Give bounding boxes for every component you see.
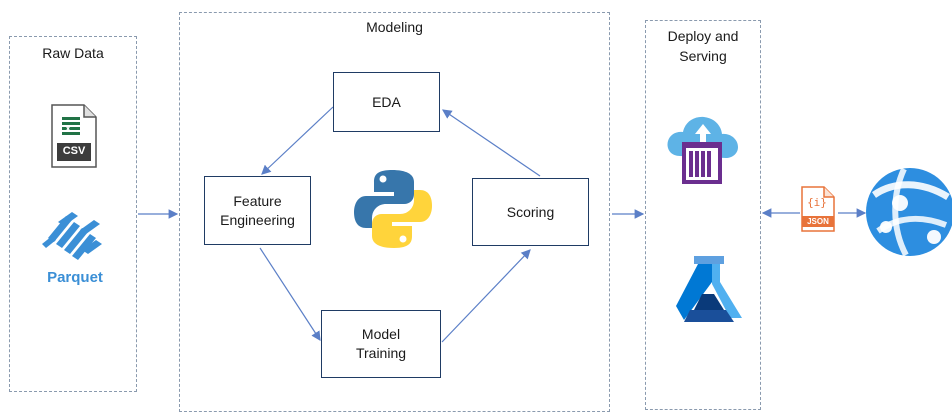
- raw-data-title: Raw Data: [42, 45, 104, 61]
- deploy-serving-panel: [645, 20, 761, 410]
- eda-label: EDA: [372, 93, 401, 110]
- csv-label: CSV: [62, 145, 86, 157]
- scoring-label: Scoring: [506, 203, 555, 220]
- json-file-icon: {i} JSON: [800, 186, 836, 232]
- model-training-label-line2: Training: [355, 345, 407, 361]
- parquet-label: Parquet: [47, 269, 103, 286]
- python-logo-icon: [354, 168, 432, 250]
- json-file-symbol: {i}: [807, 196, 827, 209]
- container-registry-icon: [664, 110, 742, 188]
- model-training-label-line1: Model: [361, 326, 401, 342]
- model-training-box: Model Training: [321, 310, 441, 378]
- csv-file-icon: X CSV: [48, 103, 100, 169]
- web-app-icon: [864, 165, 952, 259]
- json-file-label: JSON: [807, 217, 829, 226]
- modeling-title: Modeling: [366, 19, 423, 35]
- raw-data-panel: [9, 36, 137, 392]
- deploy-serving-title-line1: Deploy and: [667, 28, 739, 44]
- feature-engineering-label-line2: Engineering: [220, 211, 295, 228]
- azure-ml-icon: [676, 254, 742, 324]
- feature-engineering-box: Feature Engineering: [204, 176, 311, 245]
- parquet-icon: [38, 208, 110, 264]
- eda-box: EDA: [333, 72, 440, 132]
- scoring-box: Scoring: [472, 178, 589, 246]
- feature-engineering-label-line1: Feature: [233, 192, 282, 209]
- deploy-serving-title-line2: Serving: [679, 48, 727, 64]
- svg-text:X: X: [65, 124, 71, 134]
